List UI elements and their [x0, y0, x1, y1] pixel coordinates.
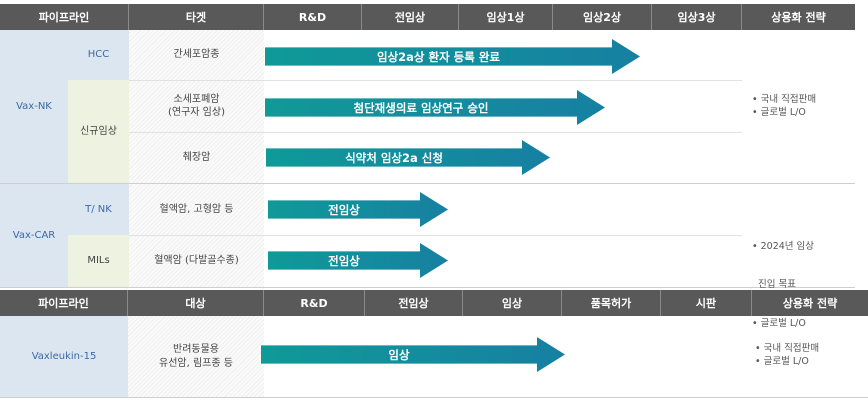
target-cell: 간세포암종 — [129, 30, 264, 80]
progress-arrow: 전임상 — [268, 192, 448, 227]
strategy-vax-car: • 2024년 임상 진입 목표 • 글로벌 L/O — [752, 215, 814, 343]
target-cell: 혈액암 (다발골수종) — [129, 235, 264, 287]
header-preclinical: 전임상 — [365, 290, 463, 316]
subgroup-hcc: HCC — [68, 30, 129, 80]
header-phase2: 임상2상 — [553, 4, 652, 30]
strategy-item: • 글로벌 L/O — [752, 106, 806, 118]
header-strategy: 상용화 전략 — [752, 290, 868, 316]
header-rnd: R&D — [264, 290, 365, 316]
strategy-vax-nk: • 국내 직접판매 • 글로벌 L/O — [752, 94, 816, 120]
table2-header: 파이프라인 대상 R&D 전임상 임상 품목허가 시판 상용화 전략 — [0, 290, 868, 316]
strategy-item: • 글로벌 L/O — [752, 317, 806, 329]
target-cell: 소세포폐암 (연구자 임상) — [129, 80, 264, 132]
progress-arrow: 임상2a상 환자 등록 완료 — [265, 39, 640, 74]
subgroup-new-clinical: 신규임상 — [68, 80, 129, 183]
group-divider — [0, 287, 855, 288]
header-phase1: 임상1상 — [459, 4, 553, 30]
progress-arrow: 식약처 임상2a 신청 — [266, 140, 550, 175]
strategy-item: 진입 목표 — [752, 279, 797, 291]
row-divider — [129, 132, 742, 133]
table-bottom-border — [0, 397, 868, 398]
group-divider — [0, 183, 855, 184]
strategy-item: • 국내 직접판매 — [755, 343, 820, 354]
header-pipeline: 파이프라인 — [0, 290, 128, 316]
subgroup-mils: MILs — [68, 235, 129, 287]
row-divider — [129, 235, 742, 236]
target-cell: 반려동물용 유선암, 림프종 등 — [128, 316, 264, 397]
strategy-item: • 2024년 임상 — [752, 240, 815, 252]
header-preclinical: 전임상 — [362, 4, 459, 30]
header-launch: 시판 — [661, 290, 752, 316]
header-clinical: 임상 — [463, 290, 562, 316]
target-cell: 혈액암, 고형암 등 — [129, 184, 264, 235]
strategy-vaxleukin: • 국내 직접판매 • 글로벌 L/O — [755, 343, 819, 369]
target-cell: 췌장암 — [129, 132, 264, 183]
header-approval: 품목허가 — [562, 290, 661, 316]
header-subject: 대상 — [128, 290, 264, 316]
header-phase3: 임상3상 — [652, 4, 742, 30]
strategy-item: • 글로벌 L/O — [755, 355, 809, 367]
header-rnd: R&D — [264, 4, 362, 30]
pipeline-vax-nk: Vax-NK — [0, 30, 68, 183]
progress-arrow: 첨단재생의료 임상연구 승인 — [265, 90, 605, 125]
row-divider — [129, 80, 742, 81]
progress-arrow: 전임상 — [268, 243, 448, 278]
header-strategy: 상용화 전략 — [742, 4, 855, 30]
pipeline-vax-car: Vax-CAR — [0, 184, 68, 287]
subgroup-t-nk: T/ NK — [68, 184, 129, 235]
header-target: 타겟 — [129, 4, 264, 30]
pipeline-vaxleukin-15: Vaxleukin-15 — [0, 316, 128, 397]
progress-arrow: 임상 — [261, 337, 565, 372]
header-pipeline: 파이프라인 — [0, 4, 129, 30]
table1-header: 파이프라인 타겟 R&D 전임상 임상1상 임상2상 임상3상 상용화 전략 — [0, 4, 855, 30]
strategy-item: • 국내 직접판매 — [752, 94, 817, 105]
